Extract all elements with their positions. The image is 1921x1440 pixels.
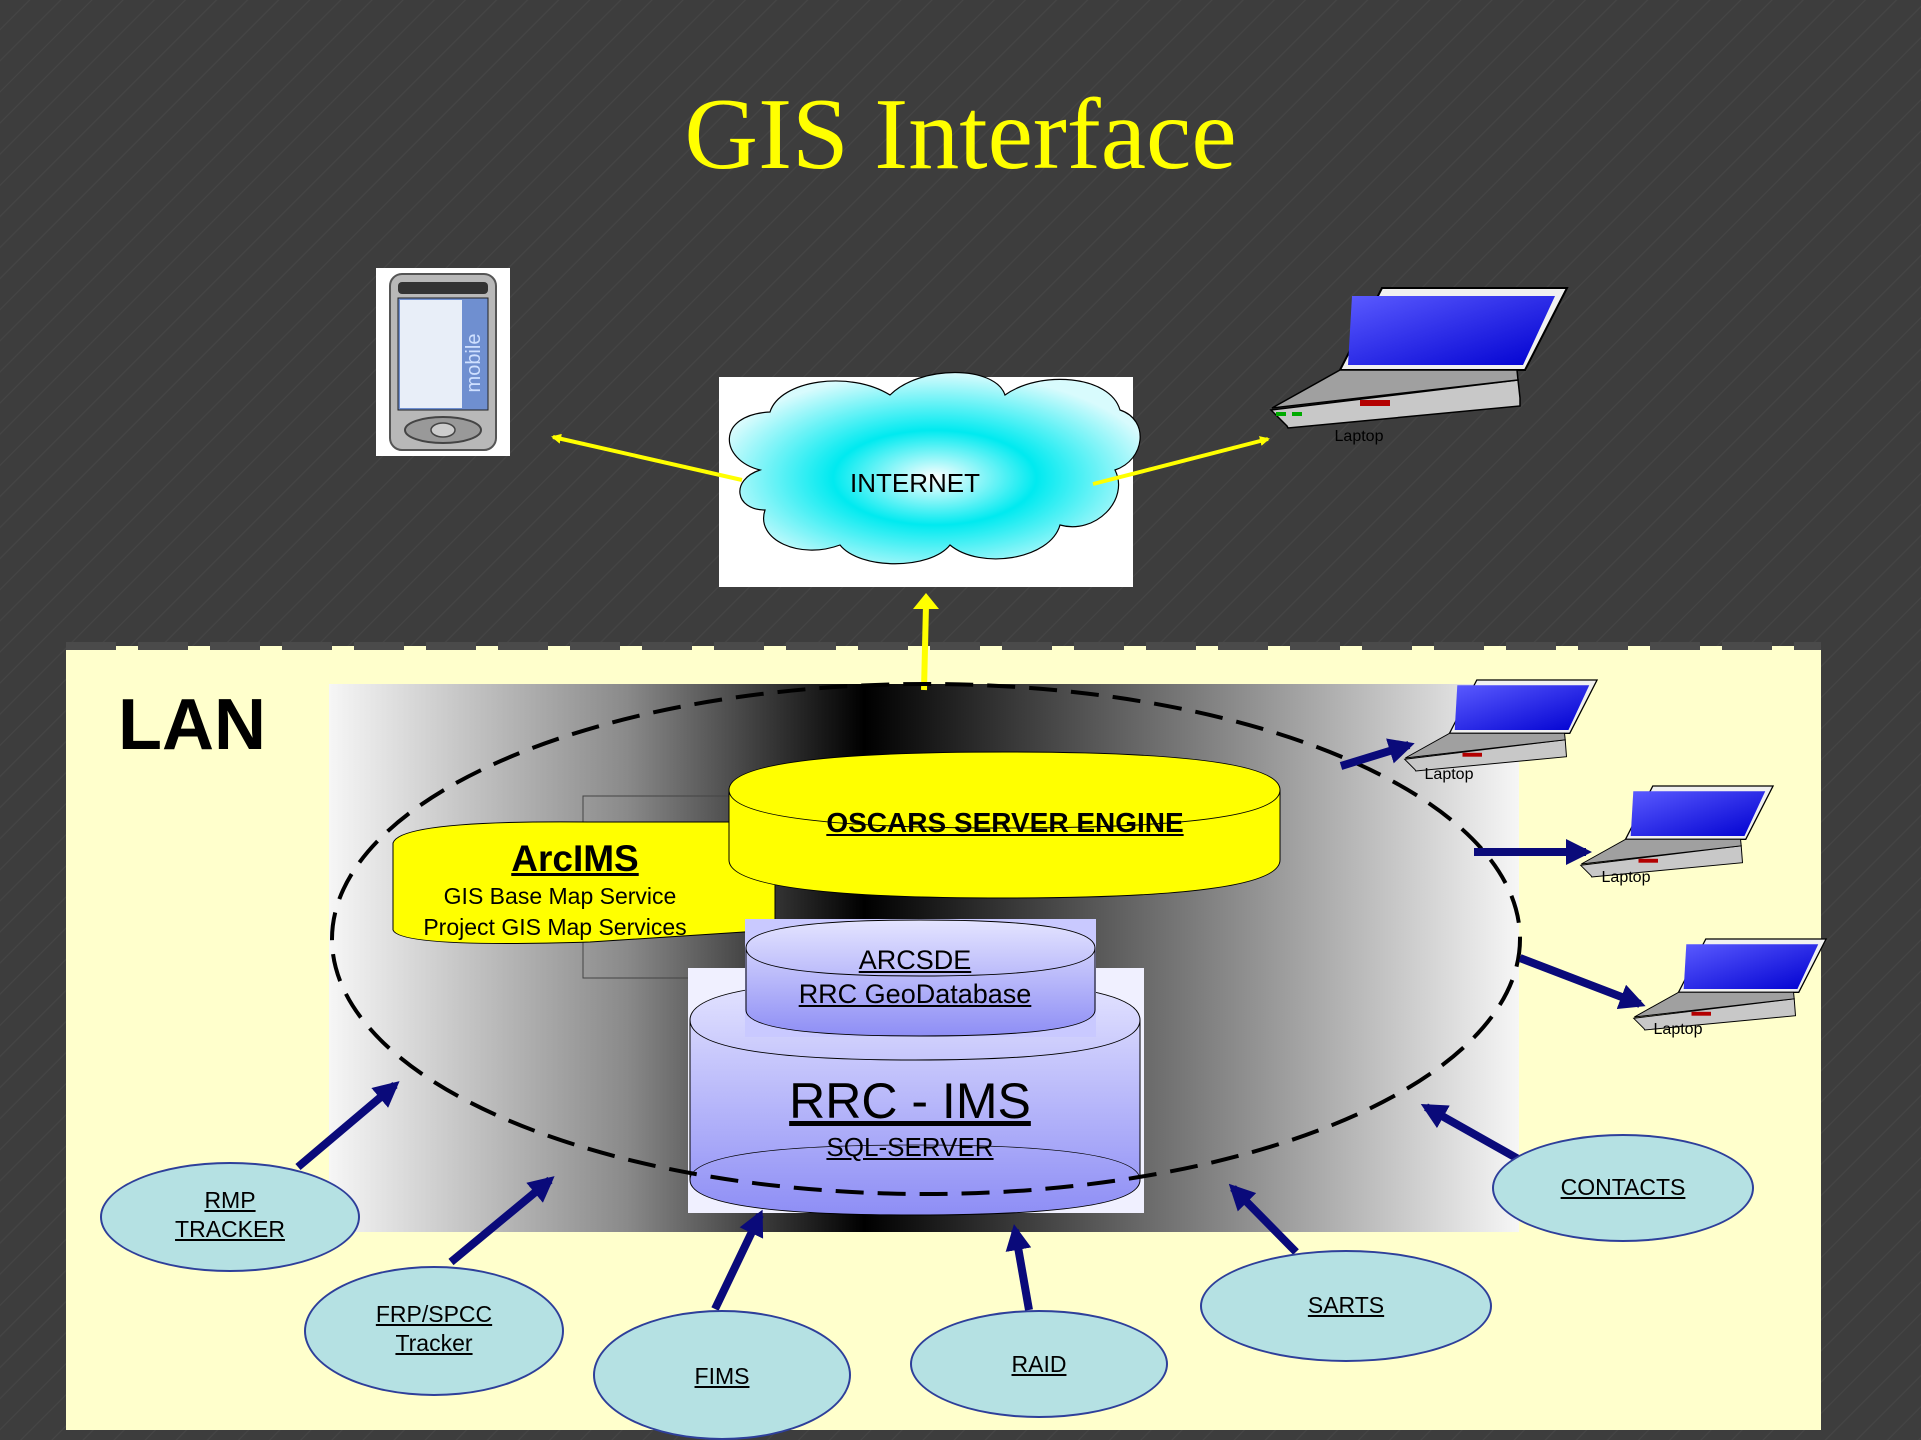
source-raid: RAID	[910, 1310, 1168, 1418]
internet-label: INTERNET	[850, 468, 980, 498]
lan-label: LAN	[118, 685, 266, 765]
arcsde-line-2: RRC GeoDatabase	[798, 979, 1032, 1009]
arrow-lan-to-internet	[921, 604, 929, 691]
arcims-title: ArcIMS	[511, 838, 639, 879]
laptop-label-lan-2: Laptop	[1601, 869, 1651, 886]
arrow-rmp	[295, 1081, 400, 1171]
source-fims: FIMS	[593, 1310, 851, 1440]
fims-label: FIMS	[694, 1363, 750, 1389]
arcims-line-1: GIS Base Map Service	[443, 883, 677, 909]
arrow-frp	[448, 1176, 555, 1266]
arrow-contacts	[1420, 1103, 1522, 1164]
laptop-icon	[1632, 938, 1828, 1031]
source-rmp-tracker: RMP TRACKER	[100, 1162, 360, 1272]
page-title: GIS Interface	[684, 78, 1237, 191]
rmp-line-2: TRACKER	[175, 1216, 285, 1242]
frp-line-1: FRP/SPCC	[375, 1301, 493, 1327]
laptop-icon	[1269, 287, 1569, 429]
arrow-sarts	[1228, 1183, 1299, 1255]
source-frp-spcc-tracker: FRP/SPCC Tracker	[304, 1266, 564, 1396]
laptop-label-top: Laptop	[1334, 428, 1384, 445]
arcsde-cylinder	[745, 919, 1096, 1037]
arrow-internet-to-pda	[551, 433, 743, 482]
pda-icon: mobile	[376, 268, 510, 456]
frp-line-2: Tracker	[395, 1330, 473, 1356]
contacts-label: CONTACTS	[1560, 1174, 1686, 1200]
raid-label: RAID	[1011, 1351, 1067, 1377]
sarts-label: SARTS	[1307, 1292, 1385, 1318]
oscars-label: OSCARS SERVER ENGINE	[826, 807, 1184, 838]
arcsde-line-1: ARCSDE	[858, 945, 972, 975]
arrow-internet-to-laptop	[1092, 436, 1270, 486]
source-contacts: CONTACTS	[1492, 1134, 1754, 1242]
source-sarts: SARTS	[1200, 1250, 1492, 1362]
oscars-cylinder	[728, 751, 1281, 899]
pda-screen-text: mobile	[463, 334, 485, 393]
arcims-line-2: Project GIS Map Services	[423, 914, 687, 940]
rrc-ims-line-1: RRC - IMS	[789, 1073, 1031, 1129]
cloud-icon	[728, 372, 1141, 565]
lan-boundary-ellipse	[330, 682, 1522, 1196]
arrow-raid	[1005, 1224, 1033, 1311]
laptop-icon	[1403, 679, 1599, 772]
arrow-fims	[711, 1209, 764, 1311]
rmp-line-1: RMP	[204, 1187, 256, 1213]
laptop-icon	[1579, 785, 1775, 878]
laptop-label-lan-1: Laptop	[1424, 766, 1474, 783]
rrc-ims-line-2: SQL-SERVER	[826, 1132, 994, 1162]
arrow-lan-laptop-3	[1518, 954, 1646, 1009]
laptop-label-lan-3: Laptop	[1653, 1021, 1703, 1038]
arrow-lan-laptop-1	[1339, 738, 1415, 770]
